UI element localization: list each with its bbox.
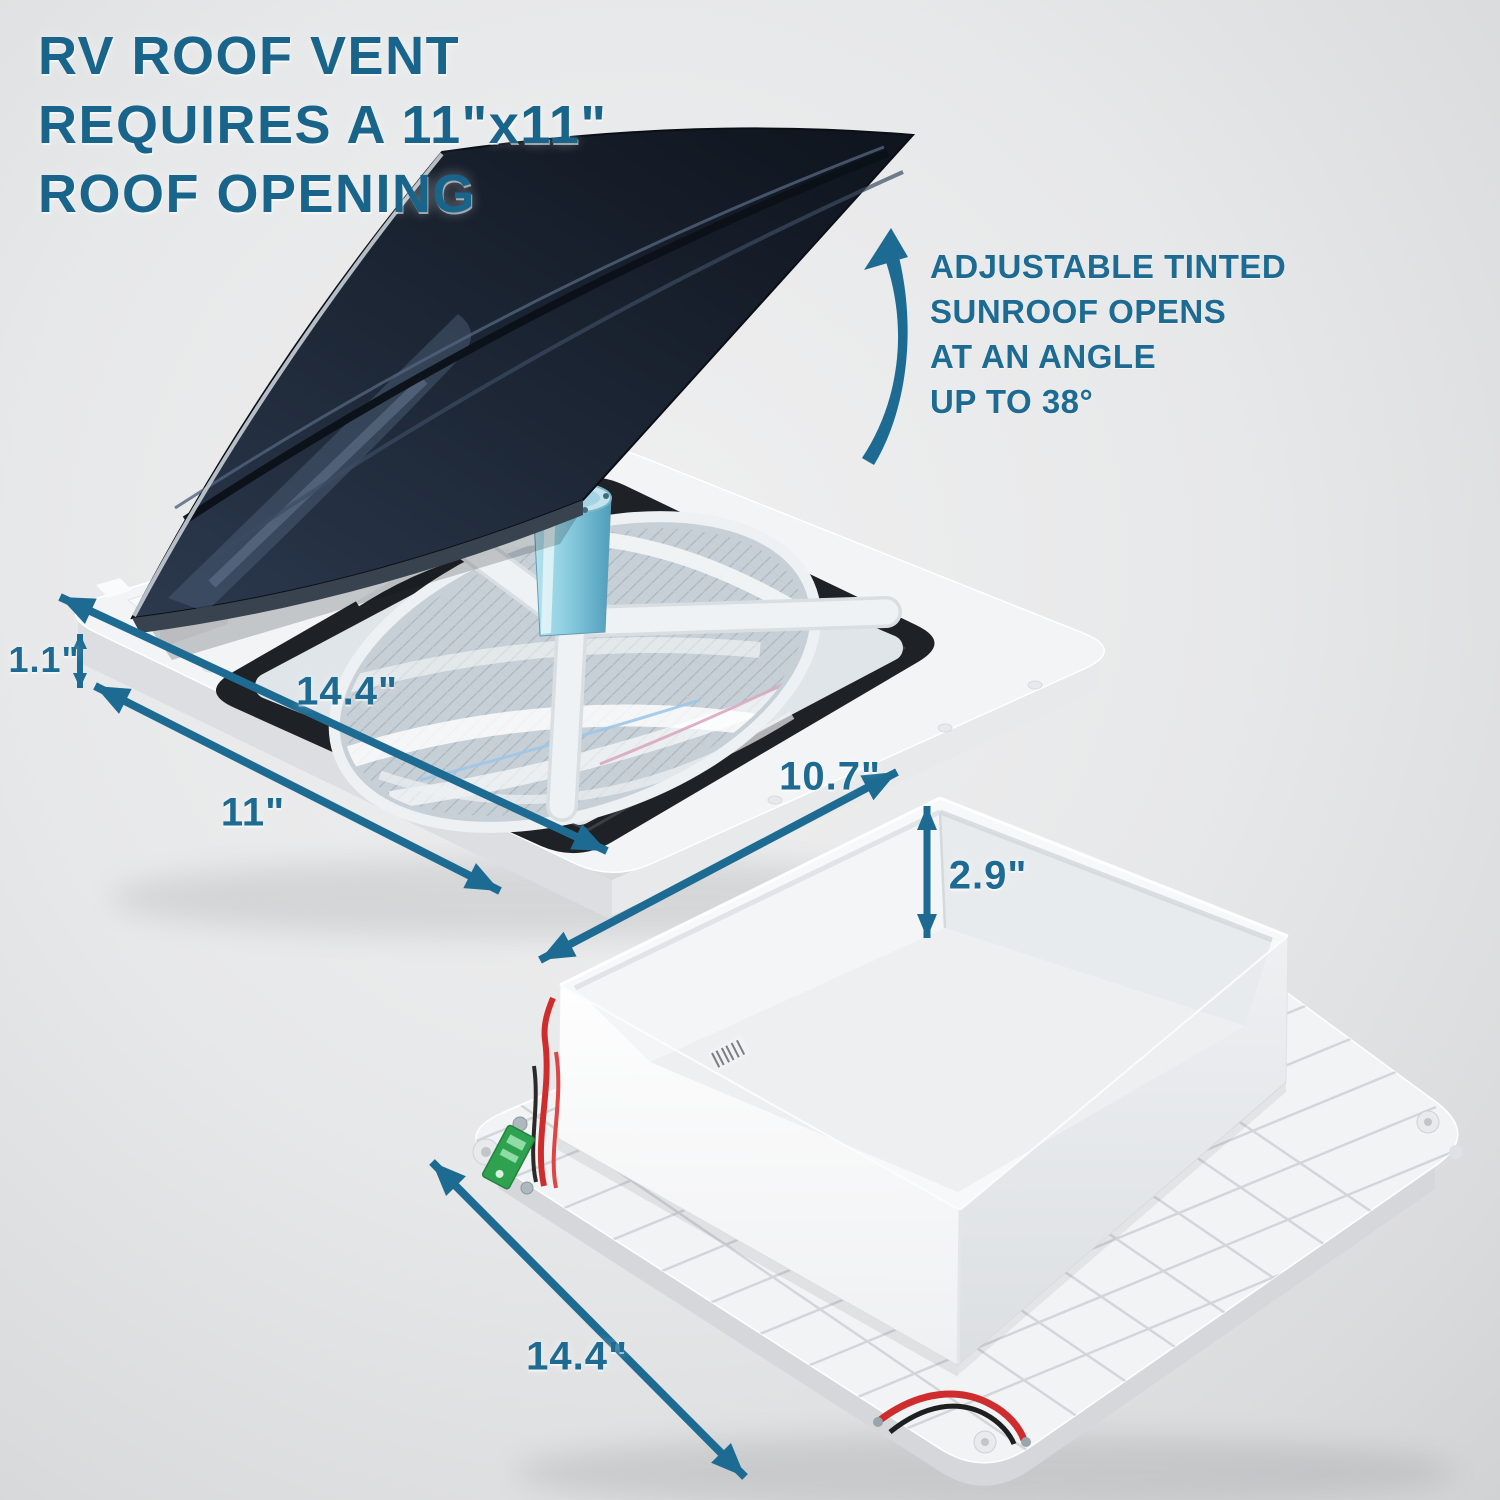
page-title: RV ROOF VENT REQUIRES A 11"x11" ROOF OPE… <box>38 22 607 229</box>
flange-screw-bosses <box>472 1110 1463 1454</box>
dim-arrow-base-width <box>429 1159 748 1480</box>
callout-line-2: SUNROOF OPENS <box>930 293 1227 330</box>
base-illustration <box>472 796 1463 1500</box>
curved-up-arrow <box>862 228 908 465</box>
callout-line-4: UP TO 38° <box>930 383 1094 420</box>
roof-opening-riser <box>557 796 1289 1377</box>
dim-arrow-riser-width <box>538 768 899 964</box>
dimension-arrows <box>58 593 937 1480</box>
title-line-2: REQUIRES A 11"x11" <box>38 95 608 155</box>
callout-line-3: AT AN ANGLE <box>930 338 1157 375</box>
dim-label-flange-thickness: 1.1" <box>8 639 80 680</box>
title-line-1: RV ROOF VENT <box>38 26 461 86</box>
callout-line-1: ADJUSTABLE TINTED <box>930 248 1287 285</box>
sunroof-callout: ADJUSTABLE TINTED SUNROOF OPENS AT AN AN… <box>930 244 1286 424</box>
dim-label-roof-opening: 11" <box>220 790 286 835</box>
dim-label-flange-width: 14.4" <box>296 669 398 714</box>
dim-label-base-width: 14.4" <box>526 1334 628 1379</box>
title-line-3: ROOF OPENING <box>38 164 477 224</box>
dim-label-riser-width: 10.7" <box>779 754 881 799</box>
barcode-sticker <box>707 1034 751 1072</box>
dim-arrow-roof-opening <box>93 682 502 895</box>
dim-label-riser-height: 2.9" <box>948 853 1028 898</box>
